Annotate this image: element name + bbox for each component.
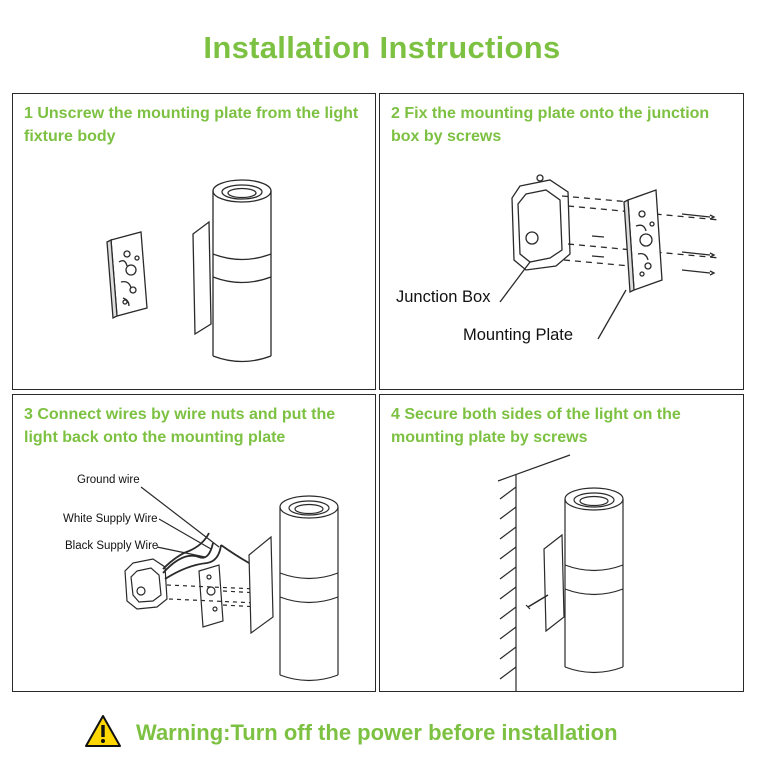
light-fixture: [212, 179, 272, 363]
step-3-illustration: [124, 486, 339, 682]
step-4-panel: 4 Secure both sides of the light on the …: [379, 394, 744, 692]
step-2-text: 2 Fix the mounting plate onto the juncti…: [391, 105, 710, 145]
warning-text: Warning:Turn off the power before instal…: [136, 720, 618, 745]
black-supply-wire-label: Black Supply Wire: [65, 540, 159, 552]
step-2-panel: 2 Fix the mounting plate onto the juncti…: [379, 93, 744, 390]
step-4-illustration: [497, 454, 624, 691]
page-title: Installation Instructions: [203, 30, 561, 65]
junction-box-label: Junction Box: [396, 288, 491, 306]
light-fixture: [279, 495, 339, 682]
mounting-plate: [623, 189, 663, 294]
step-3-panel: 3 Connect wires by wire nuts and put the…: [12, 394, 376, 692]
mounting-plate: [106, 231, 148, 320]
warning-banner: Warning:Turn off the power before instal…: [84, 714, 684, 754]
light-fixture: [564, 487, 624, 674]
step-4-text: 4 Secure both sides of the light on the …: [391, 406, 681, 446]
step-3-text: 3 Connect wires by wire nuts and put the…: [24, 406, 336, 446]
mounting-plate-label: Mounting Plate: [463, 326, 574, 344]
screws: [681, 213, 716, 276]
step-1-text: 1 Unscrew the mounting plate from the li…: [24, 105, 359, 145]
ground-wire-label: Ground wire: [77, 474, 140, 486]
wall: [497, 454, 571, 691]
step-2-illustration: [499, 174, 721, 340]
junction-box: [124, 558, 168, 610]
warning-triangle-icon: [85, 715, 121, 747]
junction-box: [511, 174, 571, 271]
step-1-illustration: [106, 179, 272, 363]
white-supply-wire-label: White Supply Wire: [63, 513, 158, 525]
step-1-panel: 1 Unscrew the mounting plate from the li…: [12, 93, 376, 390]
